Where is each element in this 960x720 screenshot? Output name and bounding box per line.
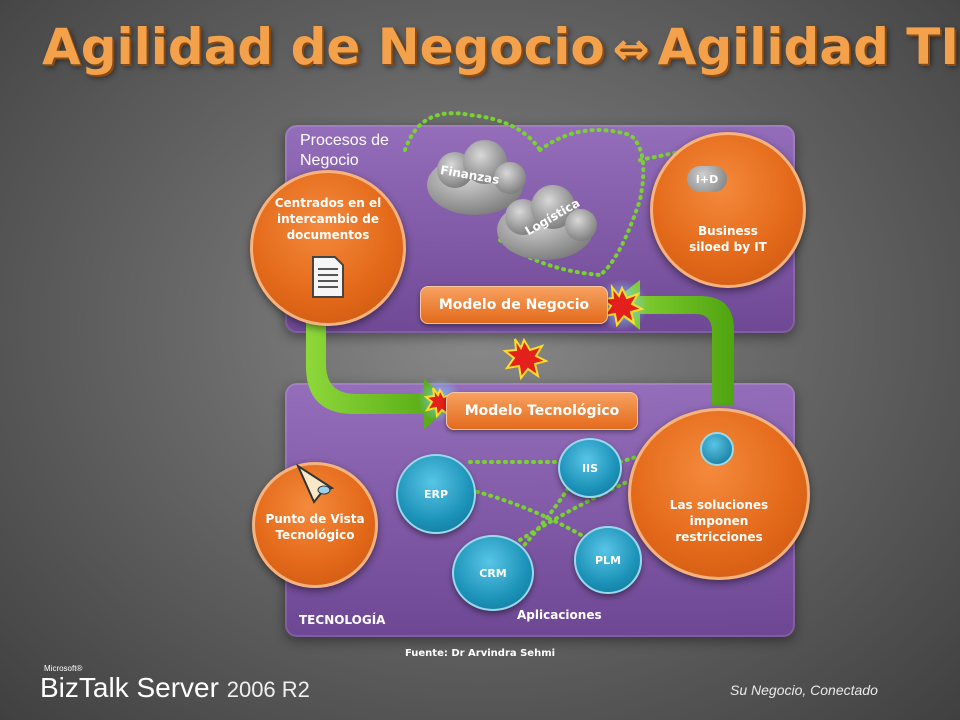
dotted-link-3 <box>498 238 602 277</box>
title-right: Agilidad TI <box>657 18 959 76</box>
tagline: Su Negocio, Conectado <box>730 682 878 698</box>
bidirectional-arrow-icon: ⇔ <box>612 24 650 75</box>
document-icon <box>312 256 344 298</box>
microsoft-wordmark: Microsoft® <box>44 664 83 673</box>
app-crm: CRM <box>452 535 534 611</box>
dotted-link-2 <box>538 128 646 277</box>
app-erp: ERP <box>396 454 476 534</box>
document-exchange-label: Centrados en el intercambio de documento… <box>274 196 382 242</box>
page-title: Agilidad de Negocio⇔Agilidad TI <box>42 18 959 76</box>
product-name: BizTalk Server <box>40 672 219 703</box>
cloud-finanzas <box>427 140 526 215</box>
solution-node-icon <box>700 432 734 466</box>
product-logo: BizTalk Server 2006 R2 <box>40 672 310 704</box>
applications-label: Aplicaciones <box>517 608 602 622</box>
app-iis: IIS <box>558 438 622 498</box>
product-version: 2006 R2 <box>226 677 310 702</box>
telescope-icon <box>295 463 335 504</box>
dotted-link-1 <box>403 111 542 152</box>
business-siloed-label: Business siloed by IT <box>689 224 767 254</box>
panel-bottom-label: TECNOLOGÍA <box>299 613 386 627</box>
title-left: Agilidad de Negocio <box>42 18 605 76</box>
document-exchange-circle: Centrados en el intercambio de documento… <box>250 170 406 326</box>
business-model-pill: Modelo de Negocio <box>420 286 608 324</box>
source-citation: Fuente: Dr Arvindra Sehmi <box>404 648 556 659</box>
technology-model-pill: Modelo Tecnológico <box>446 392 638 430</box>
tech-viewpoint-label: Punto de Vista Tecnológico <box>265 512 365 542</box>
dotted-link-crm-iis <box>518 483 572 552</box>
cloud-logistica <box>497 185 597 260</box>
green-arrow-left <box>306 322 454 429</box>
dotted-link-erp-plm <box>468 488 592 542</box>
panel-top-label: Procesos de Negocio <box>300 132 389 169</box>
rd-badge: I+D <box>687 166 727 192</box>
solutions-restrictions-label: Las soluciones imponen restricciones <box>669 498 769 544</box>
business-siloed-circle: Business siloed by IT <box>650 132 806 288</box>
app-plm: PLM <box>574 526 642 594</box>
